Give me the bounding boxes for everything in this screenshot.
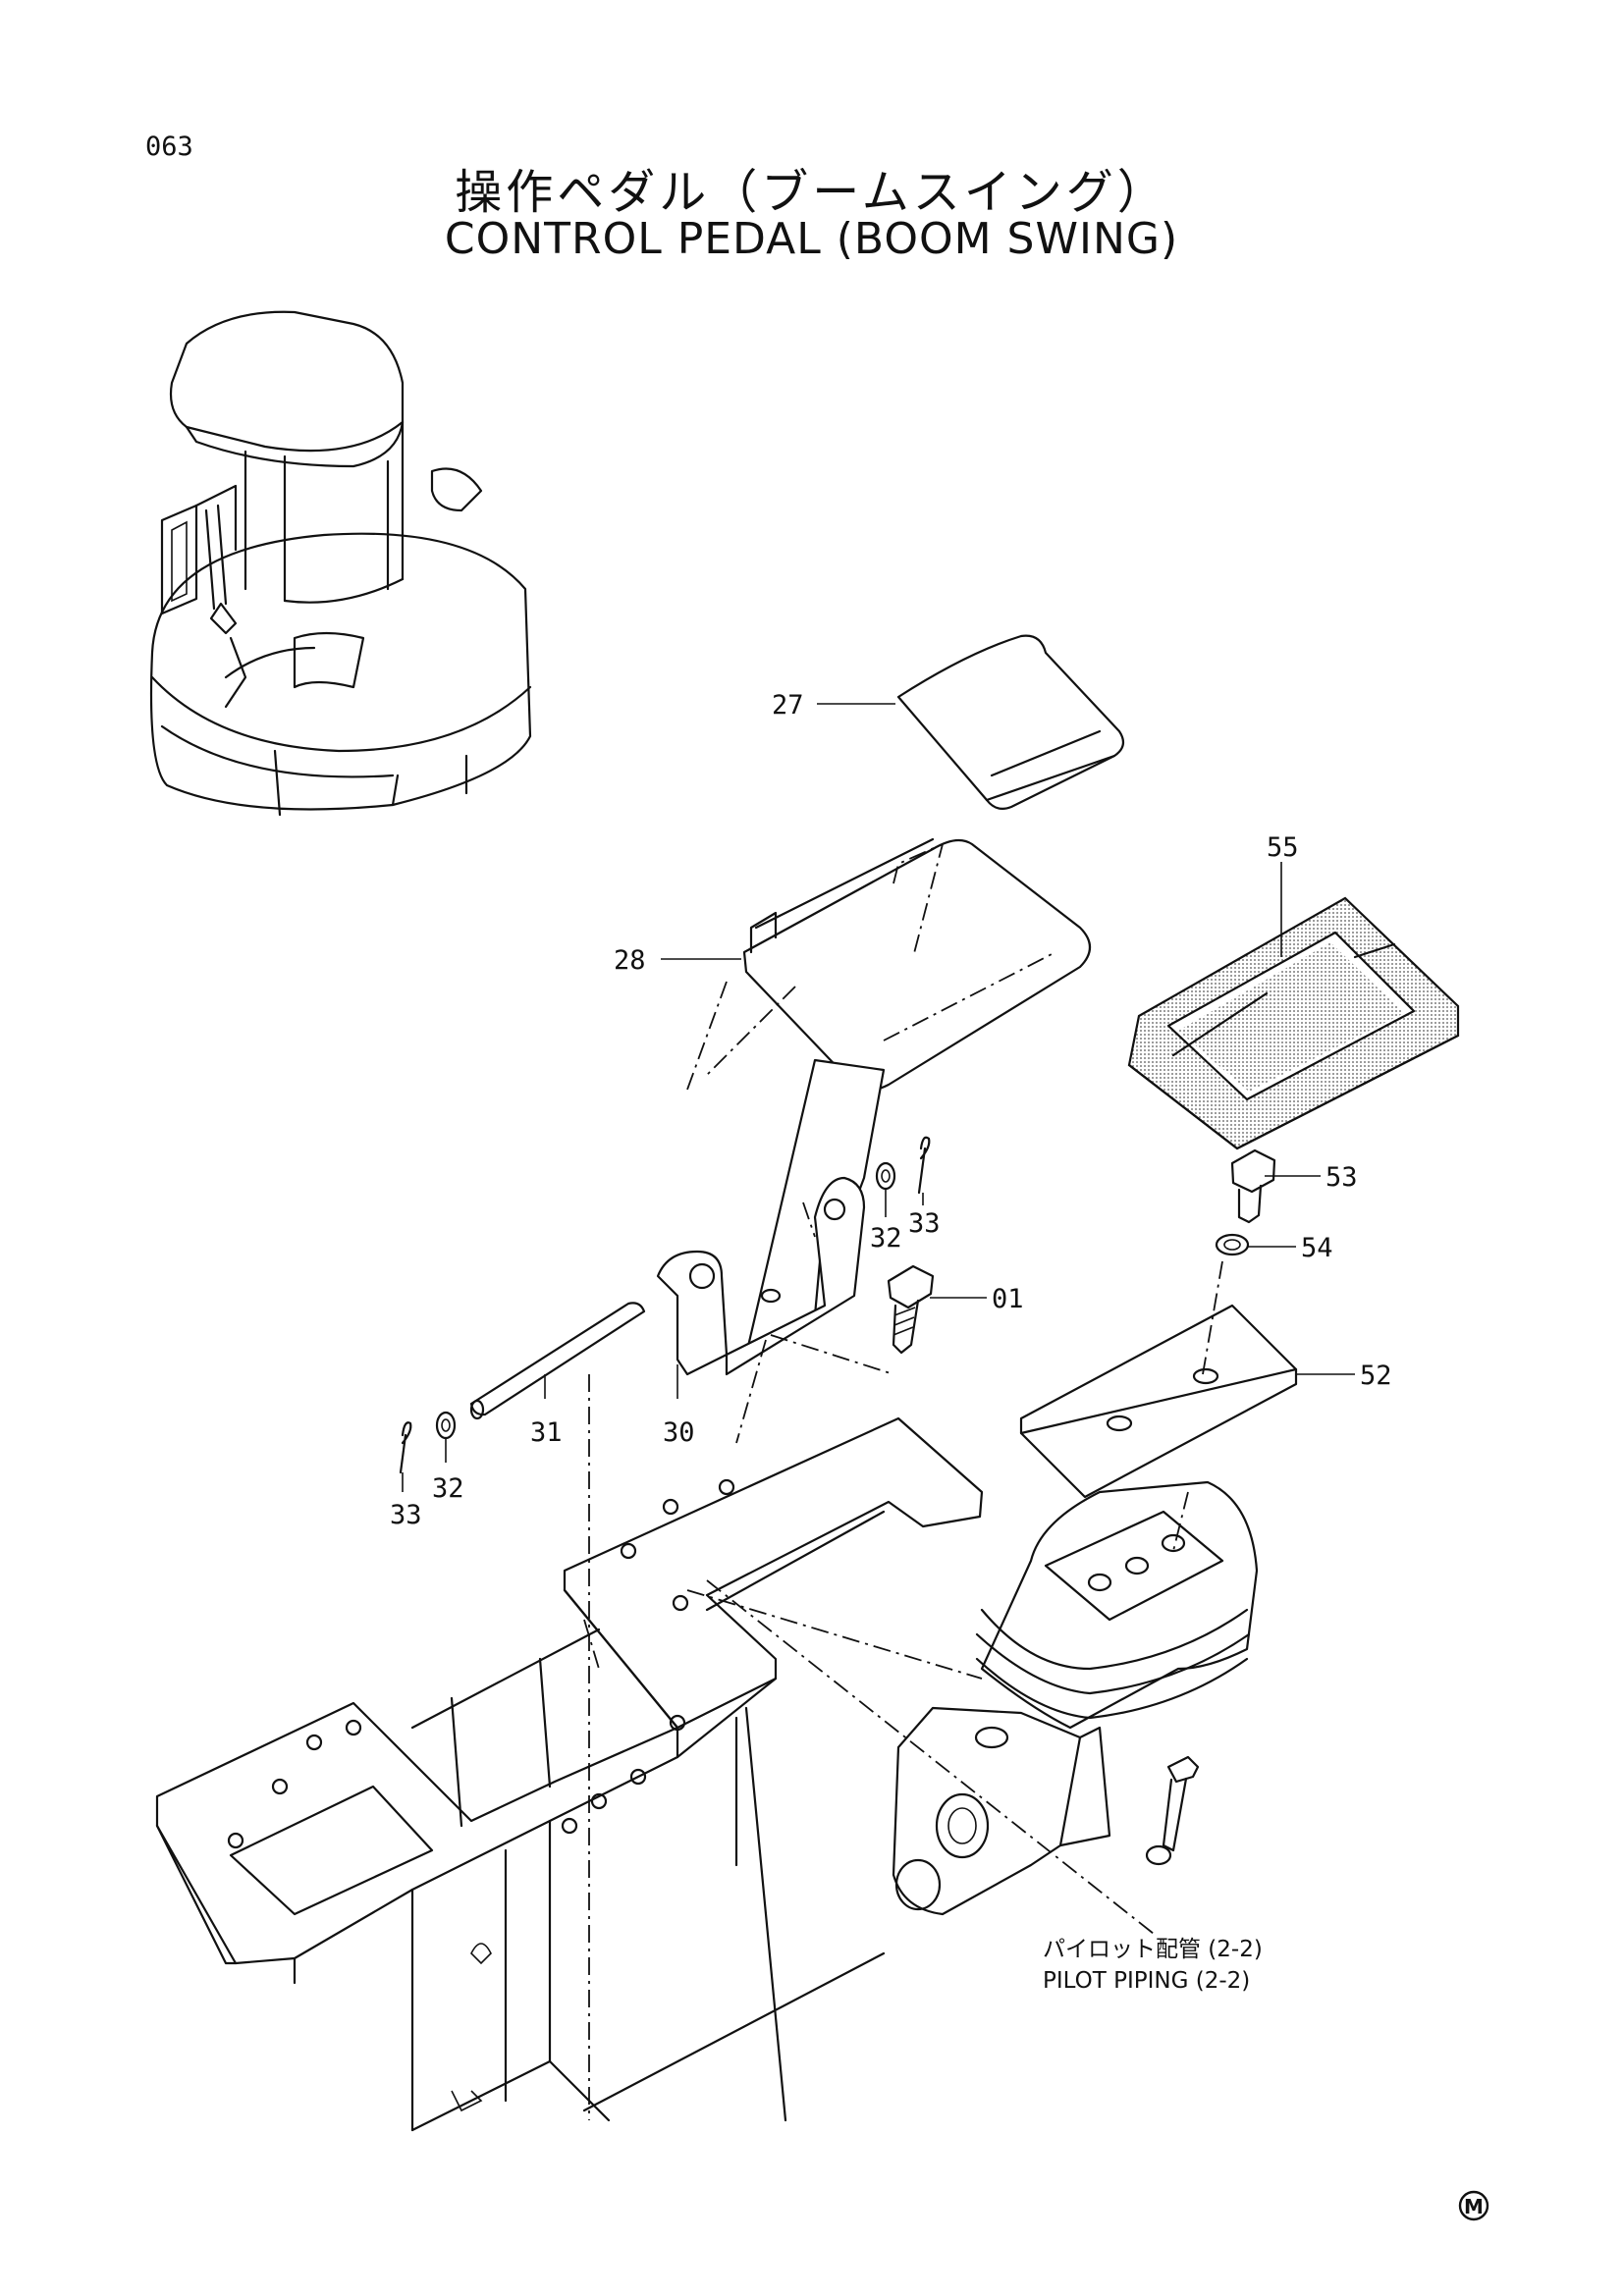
title-english: CONTROL PEDAL (BOOM SWING) [444,214,1179,264]
callout-54: 54 [1301,1233,1333,1263]
part-rubber-block [1127,896,1460,1150]
callout-33-left: 33 [390,1500,422,1530]
part-pin [469,1302,646,1420]
reference-jp: パイロット配管 (2-2) [1043,1937,1263,1962]
part-pedal-pad [896,634,1125,810]
floor-frame [155,1416,984,2132]
callout-32-left: 32 [432,1473,464,1504]
callout-28: 28 [614,945,646,976]
callout-52: 52 [1360,1361,1392,1391]
part-bolt-53 [1230,1148,1276,1224]
part-washer-54 [1215,1233,1250,1256]
reference-en: PILOT PIPING (2-2) [1043,1968,1250,1994]
callout-27: 27 [772,690,804,721]
callout-33-right: 33 [908,1208,941,1239]
part-pedal [686,837,1092,1092]
part-clip-right [917,1136,931,1195]
part-clip-left [399,1421,412,1474]
callout-31: 31 [530,1417,563,1448]
part-bracket [656,1058,894,1444]
machine-overview [149,310,532,817]
part-washer-right [875,1161,896,1191]
alignment-lines [583,1260,1223,2120]
callout-30: 30 [663,1417,695,1448]
part-plate [1019,1304,1298,1499]
part-bolt-01 [887,1264,935,1355]
title-japanese: 操作ペダル（ブームスイング） [455,165,1168,220]
callout-01: 01 [992,1284,1024,1314]
m-mark-letter: M [1464,2195,1484,2218]
callout-32-right: 32 [870,1223,902,1254]
callout-53: 53 [1325,1162,1358,1193]
pilot-valve [892,1480,1259,1916]
m-mark-icon: M [1458,2190,1489,2221]
page-number: 063 [145,132,193,162]
part-washer-left [435,1411,457,1440]
callout-55: 55 [1267,832,1299,863]
leader-lines [402,703,1355,1492]
